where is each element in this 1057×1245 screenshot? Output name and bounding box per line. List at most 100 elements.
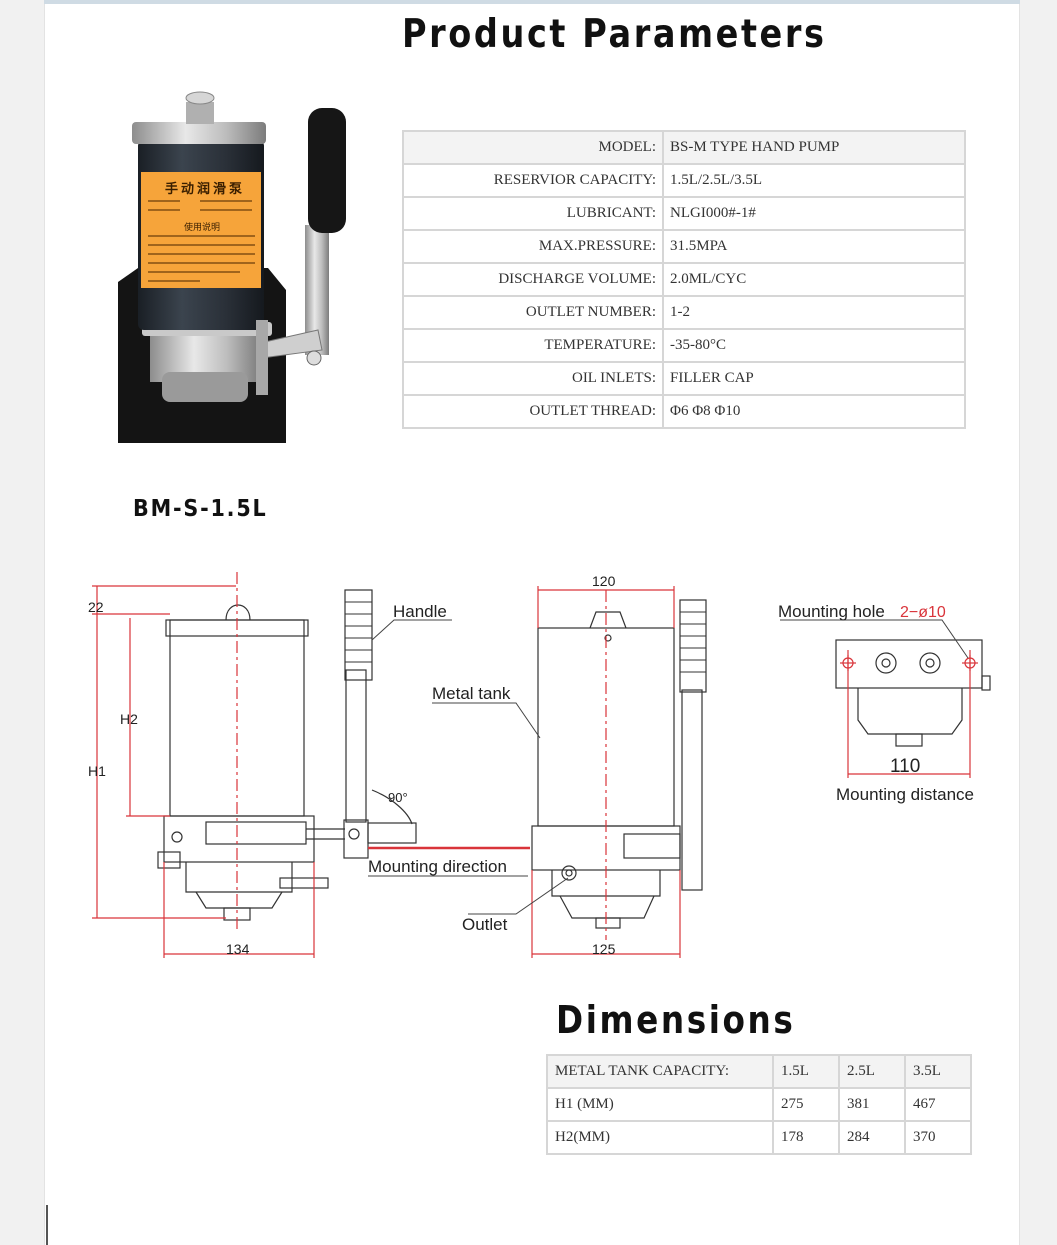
- parameter-row: MAX.PRESSURE:31.5MPA: [402, 229, 966, 264]
- parameter-value: -35-80°C: [662, 328, 966, 363]
- handle-callout: Handle: [393, 602, 447, 621]
- mounting-distance-callout: Mounting distance: [836, 785, 974, 804]
- mounting-direction-callout: Mounting direction: [368, 857, 507, 876]
- parameter-label: DISCHARGE VOLUME:: [402, 262, 664, 297]
- parameter-row: OUTLET THREAD:Φ6 Φ8 Φ10: [402, 394, 966, 429]
- callout-leaders: [368, 619, 969, 915]
- dim-22-label: 22: [88, 599, 104, 615]
- handle-pivot-hole: [348, 828, 360, 840]
- angle-arc: [371, 789, 413, 825]
- side-view-lever-block: [623, 833, 681, 859]
- outlet-callout: Outlet: [462, 915, 508, 934]
- handle-rod: [345, 669, 367, 823]
- dimensions-cell: 467: [904, 1087, 972, 1122]
- parameter-value: 31.5MPA: [662, 229, 966, 264]
- dimensions-cell: 275: [772, 1087, 840, 1122]
- dim-120-label: 120: [592, 573, 616, 589]
- dimensions-header-cell: 3.5L: [904, 1054, 972, 1089]
- mounting-hole-callout: Mounting hole: [778, 602, 885, 621]
- parameter-value: 1.5L/2.5L/3.5L: [662, 163, 966, 198]
- parameter-label: OIL INLETS:: [402, 361, 664, 396]
- dimensions-header-cell: METAL TANK CAPACITY:: [546, 1054, 774, 1089]
- parameter-label: MAX.PRESSURE:: [402, 229, 664, 264]
- parameter-label: LUBRICANT:: [402, 196, 664, 231]
- parameter-row: TEMPERATURE:-35-80°C: [402, 328, 966, 363]
- dimensions-cell: 178: [772, 1120, 840, 1155]
- front-view-bottom: [195, 891, 283, 909]
- side-view-vent: [604, 634, 612, 642]
- parameter-label: TEMPERATURE:: [402, 328, 664, 363]
- parameter-label: RESERVIOR CAPACITY:: [402, 163, 664, 198]
- handle-grip-hatch: [345, 601, 706, 673]
- parameter-label: OUTLET THREAD:: [402, 394, 664, 429]
- top-view-port-2-inner: [925, 658, 935, 668]
- photo-label-title: 手动润滑泵: [165, 182, 246, 197]
- dimensions-cell: H2(MM): [546, 1120, 774, 1155]
- outlet-fitting: [561, 865, 577, 881]
- dim-134-label: 134: [226, 941, 250, 957]
- dimensions-heading: Dimensions: [556, 998, 796, 1042]
- parameter-row: RESERVIOR CAPACITY:1.5L/2.5L/3.5L: [402, 163, 966, 198]
- top-view-plate: [835, 639, 983, 689]
- top-view-port-1: [875, 652, 897, 674]
- model-caption: BM-S-1.5L: [133, 496, 268, 522]
- outlet-fitting-inner: [565, 869, 573, 877]
- parameter-value: 1-2: [662, 295, 966, 330]
- parameter-label: MODEL:: [402, 130, 664, 165]
- top-view-outlet: [895, 733, 923, 747]
- parameter-row: LUBRICANT:NLGI000#-1#: [402, 196, 966, 231]
- side-view-tank: [537, 627, 675, 827]
- top-view-port-1-inner: [881, 658, 891, 668]
- front-view-hole: [171, 831, 183, 843]
- parameter-value: FILLER CAP: [662, 361, 966, 396]
- parameter-value: Φ6 Φ8 Φ10: [662, 394, 966, 429]
- side-view-bottom: [559, 895, 655, 919]
- edge-mark: [46, 1205, 48, 1245]
- front-view-lower-lever: [279, 877, 329, 889]
- top-view-port-2: [919, 652, 941, 674]
- product-parameters-heading: Product Parameters: [402, 12, 827, 57]
- parameter-row: OUTLET NUMBER:1-2: [402, 295, 966, 330]
- front-view-pump-body: [163, 815, 315, 863]
- top-view-side-tab: [981, 675, 991, 691]
- parameter-row: DISCHARGE VOLUME:2.0ML/CYC: [402, 262, 966, 297]
- front-view-base: [185, 862, 293, 893]
- dim-h2-label: H2: [120, 711, 138, 727]
- parameter-value: 2.0ML/CYC: [662, 262, 966, 297]
- dim-125-label: 125: [592, 941, 616, 957]
- top-accent-bar: [44, 0, 1020, 4]
- front-view-side-fitting: [157, 851, 181, 869]
- side-view-knob: [589, 611, 627, 629]
- parameter-label: OUTLET NUMBER:: [402, 295, 664, 330]
- front-view-block: [205, 821, 307, 845]
- side-view-outlet-stub: [595, 917, 621, 929]
- handle-grip: [344, 589, 373, 681]
- front-view-knob: [225, 604, 251, 621]
- side-view-handle-grip: [679, 599, 707, 693]
- top-view-body: [857, 688, 963, 735]
- parameter-value: BS-M TYPE HAND PUMP: [662, 130, 966, 165]
- dimensions-cell: 370: [904, 1120, 972, 1155]
- parameter-row: OIL INLETS:FILLER CAP: [402, 361, 966, 396]
- photo-label-section: 使用说明: [184, 223, 221, 233]
- parameter-row: MODEL:BS-M TYPE HAND PUMP: [402, 130, 966, 165]
- dimensions-cell: 381: [838, 1087, 906, 1122]
- side-view-handle-rod: [681, 689, 703, 891]
- dimensions-header-cell: 1.5L: [772, 1054, 840, 1089]
- handle-extension: [367, 822, 417, 844]
- dimensions-cell: 284: [838, 1120, 906, 1155]
- metal-tank-callout: Metal tank: [432, 684, 511, 703]
- angle-label: 90°: [388, 790, 408, 805]
- dim-h1-label: H1: [88, 763, 106, 779]
- dim-110-label: 110: [890, 756, 920, 777]
- mounting-hole-spec: 2−ø10: [900, 604, 946, 621]
- dimensions-header-cell: 2.5L: [838, 1054, 906, 1089]
- dimensions-cell: H1 (MM): [546, 1087, 774, 1122]
- parameter-value: NLGI000#-1#: [662, 196, 966, 231]
